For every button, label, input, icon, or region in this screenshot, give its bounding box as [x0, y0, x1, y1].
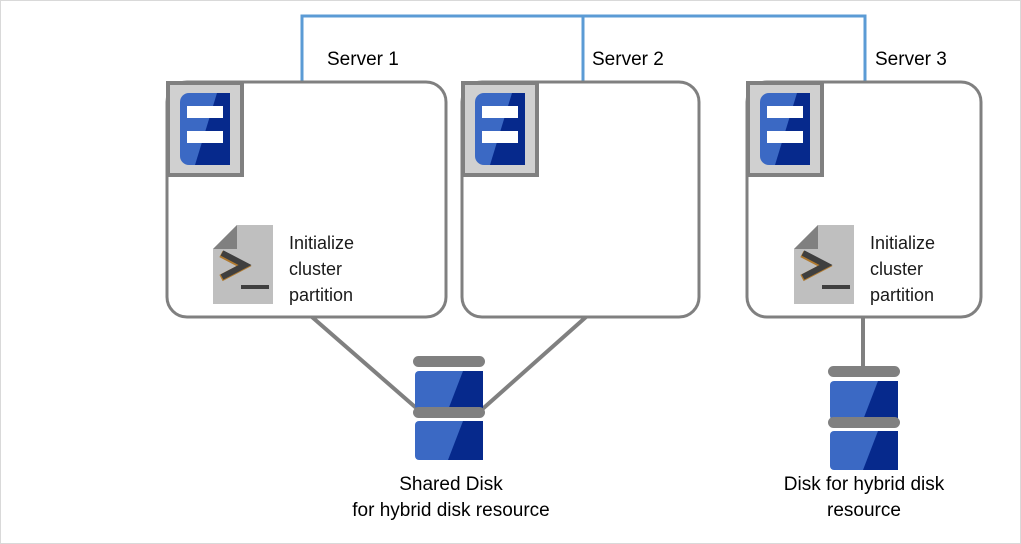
script-file-icon — [213, 225, 273, 304]
interconnect-bracket — [300, 14, 867, 81]
server-1-label: Server 1 — [327, 49, 399, 70]
shared-disk-caption: Shared Disk for hybrid disk resource — [296, 472, 606, 523]
server-icon — [166, 81, 244, 177]
server-1-script-label: Initialize cluster partition — [289, 233, 355, 306]
disk-connector-lines — [310, 315, 865, 415]
hybrid-disk-caption: Disk for hybrid disk resource — [739, 472, 989, 523]
server-3-label: Server 3 — [875, 49, 947, 70]
disk-stack-icon — [413, 356, 485, 460]
server-icon — [746, 81, 824, 177]
hybrid-disk-caption-line1: Disk for hybrid disk — [783, 474, 945, 495]
script-file-icon — [794, 225, 854, 304]
connector-server2-shared-disk — [476, 315, 588, 415]
shared-disk-caption-line2: for hybrid disk resource — [352, 499, 550, 521]
server-3-script-label: Initialize cluster partition — [870, 233, 936, 306]
server-icon — [461, 81, 539, 177]
shared-disk-caption-line1: Shared Disk — [399, 474, 503, 495]
hybrid-disk-caption-line2: resource — [827, 499, 901, 521]
connector-server1-shared-disk — [310, 315, 424, 415]
server-2-label: Server 2 — [592, 49, 664, 70]
disk-stack-icon — [828, 366, 900, 470]
